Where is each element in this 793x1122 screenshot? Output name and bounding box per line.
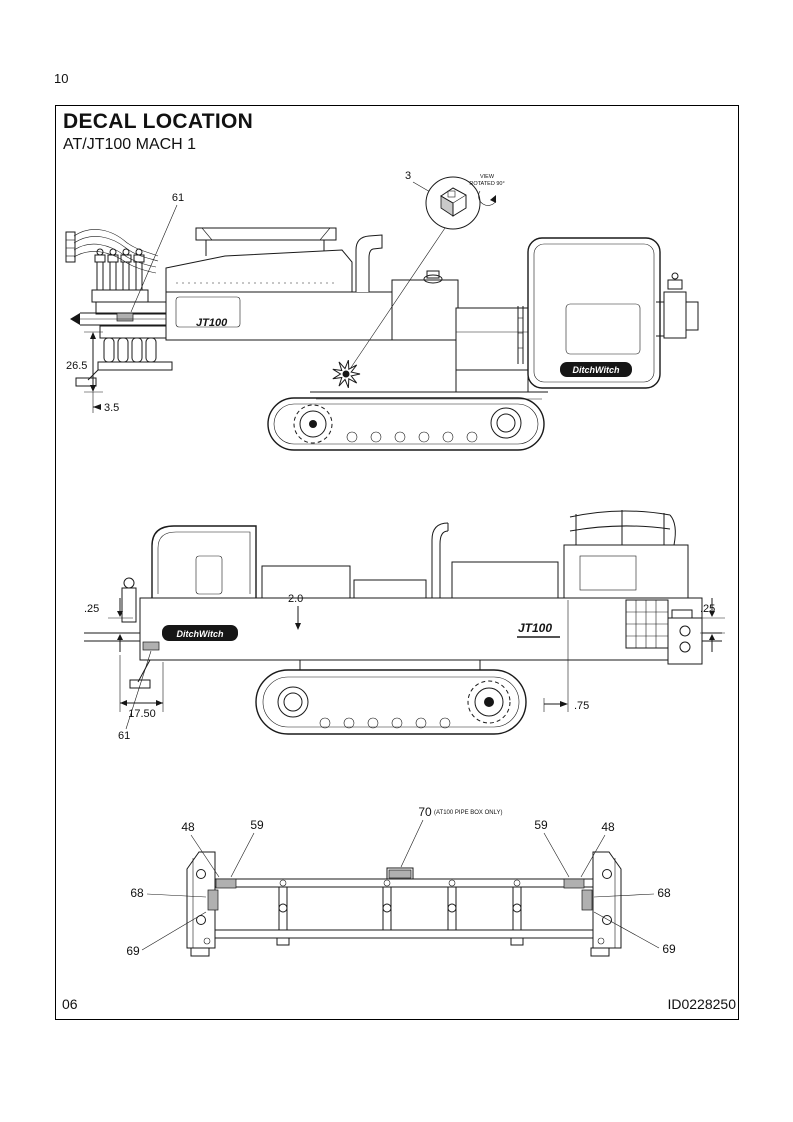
bottom-callouts: 48 59 70 (AT100 PIPE BOX ONLY) 59 48 68 … — [126, 805, 676, 958]
dimension-right-025: .25 — [700, 598, 725, 652]
brand-plate-middle — [162, 625, 238, 641]
middle-view-drill-machine: DitchWitch JT100 — [84, 510, 725, 742]
hose-bundle — [65, 229, 159, 274]
brand-plate — [560, 362, 632, 377]
machine-body: JT100 — [165, 234, 547, 393]
page-number-bottom: 06 — [62, 996, 78, 1012]
track-assembly-top-view — [267, 391, 548, 451]
callout-3-label: 3 — [405, 170, 411, 182]
callout-70-label: 70 — [418, 805, 432, 819]
rear-end-assembly — [667, 609, 703, 665]
rear-platform-railing — [563, 510, 689, 649]
callout-61-label: 61 — [172, 192, 184, 204]
page-subtitle: AT/JT100 MACH 1 — [63, 136, 197, 153]
callout-70-note: (AT100 PIPE BOX ONLY) — [434, 810, 502, 816]
decal-48-59-left — [215, 878, 237, 889]
callout-3-detail: 3 VIEW ROTATED 90° — [349, 170, 505, 370]
callout-61-middle-label: 61 — [118, 730, 130, 742]
callout-68-right-label: 68 — [657, 886, 671, 900]
content-border — [55, 105, 739, 1020]
callout-61-top: 61 — [130, 192, 184, 313]
view-note-line2: ROTATED 90° — [469, 181, 504, 187]
dimension-3-5: 3.5 — [92, 392, 119, 414]
rear-attachment — [656, 272, 699, 339]
center-bracket — [386, 867, 414, 880]
dimension-center-20: 2.0 — [288, 593, 303, 630]
front-post — [121, 577, 137, 623]
exhaust-stack — [355, 234, 383, 292]
callout-59-right-label: 59 — [534, 818, 548, 832]
left-cab-frame — [151, 525, 257, 598]
frame-feet — [190, 937, 610, 957]
jt100-logo-middle: JT100 — [518, 621, 552, 635]
track-assembly-middle-view — [255, 660, 527, 735]
top-rack — [195, 227, 337, 256]
frame-rails — [215, 878, 593, 939]
callout-61-middle: 61 — [118, 641, 160, 742]
callout-59-left-label: 59 — [250, 818, 264, 832]
decal-position-starburst — [332, 360, 361, 388]
top-view-drill-machine: JT100 DitchWitch — [65, 170, 699, 451]
decal-61-location-middle — [142, 641, 160, 651]
left-end-plate — [186, 851, 216, 949]
dimension-26-5: 26.5 — [66, 331, 103, 393]
front-support-leg — [129, 659, 151, 689]
right-end-plate — [592, 851, 622, 949]
page-number-top: 10 — [54, 71, 69, 86]
brand-logos-middle: DitchWitch JT100 — [162, 621, 560, 641]
ditch-witch-logo-middle: DitchWitch — [177, 629, 224, 639]
pipe-box-frame-view: 48 59 70 (AT100 PIPE BOX ONLY) 59 48 68 … — [126, 805, 676, 958]
dim-center-20-label: 2.0 — [288, 593, 303, 605]
callout-69-left-label: 69 — [126, 944, 140, 958]
decal-70-location — [388, 869, 412, 879]
callout-48-right-label: 48 — [601, 820, 615, 834]
dim-3-5-label: 3.5 — [104, 402, 119, 414]
dimension-075: .75 — [543, 600, 589, 712]
view-note-line1: VIEW — [480, 174, 495, 180]
ditch-witch-logo-top: DitchWitch — [573, 365, 620, 375]
dim-1750-label: 17.50 — [128, 708, 156, 720]
dim-26-5-label: 26.5 — [66, 360, 87, 372]
decal-61-location — [116, 312, 134, 322]
callout-48-left-label: 48 — [181, 820, 195, 834]
jt100-logo-top: JT100 — [196, 317, 228, 329]
callout-68-left-label: 68 — [130, 886, 144, 900]
valve-pipes — [91, 248, 149, 303]
operator-cab: DitchWitch — [517, 237, 661, 389]
decal-48-59-right — [563, 878, 585, 889]
rotation-arrow-icon — [478, 190, 497, 206]
callout-69-right-label: 69 — [662, 942, 676, 956]
document-id: ID0228250 — [667, 996, 736, 1012]
dimension-1750: 17.50 — [119, 655, 164, 720]
deck-boxes — [261, 522, 559, 599]
dimension-left-025: .25 — [84, 598, 133, 652]
page-title: DECAL LOCATION — [63, 110, 254, 133]
dim-left-025-label: .25 — [84, 603, 99, 615]
dim-075-label: .75 — [574, 700, 589, 712]
decal-68-69-left — [207, 889, 219, 911]
decal-68-69-right — [581, 889, 593, 911]
cross-members — [278, 879, 522, 930]
